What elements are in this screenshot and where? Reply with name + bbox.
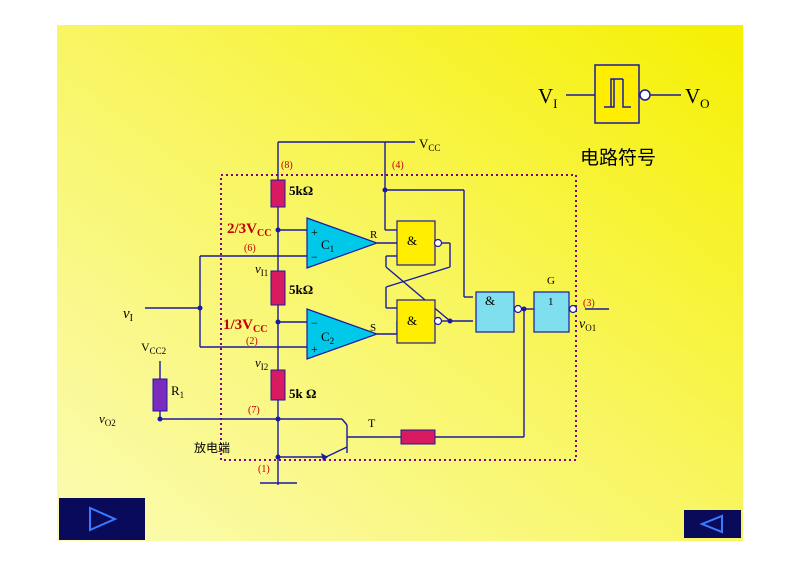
vo2-label: vO2	[99, 411, 116, 428]
vo1-label: vO1	[579, 317, 596, 333]
resistor-middle	[270, 270, 286, 306]
back-arrow-icon	[699, 514, 723, 534]
symbol-vi-label: VI	[538, 84, 558, 111]
nand-s-symbol: &	[407, 313, 417, 328]
nand-r-symbol: &	[407, 233, 417, 248]
ref-2-3-vcc: 2/3VCC	[227, 221, 271, 239]
g-label: G	[547, 275, 555, 287]
symbol-vo-label: VO	[685, 84, 710, 111]
schmitt-symbol: VI VO 电路符号	[538, 64, 710, 169]
inverter-bubble	[639, 89, 651, 101]
pin-6: (6)	[244, 243, 256, 254]
resistor-top	[270, 179, 286, 208]
comparator-c2	[306, 308, 379, 360]
base-resistor	[400, 429, 436, 445]
vi-input-label: vI	[123, 306, 133, 324]
r1-label: R1	[171, 383, 184, 400]
c2-minus: −	[311, 316, 318, 330]
pin-1: (1)	[258, 464, 270, 475]
output-nand-bubble-icon	[513, 304, 523, 314]
resistor-top-label: 5kΩ	[289, 183, 313, 198]
resistor-bottom	[270, 369, 286, 401]
discharge-label: 放电端	[194, 440, 230, 455]
pin-7: (7)	[248, 405, 260, 416]
ref-1-3-vcc: 1/3VCC	[223, 317, 267, 335]
r-label: R	[370, 229, 378, 241]
resistor-r1	[152, 378, 168, 412]
inverter-bubble-icon	[568, 304, 578, 314]
pin-2: (2)	[246, 336, 258, 347]
vi1-label: vI1	[255, 261, 268, 278]
vcc-label: VCC	[419, 136, 440, 153]
pin-3: (3)	[583, 298, 595, 309]
c1-label: C1	[321, 237, 334, 254]
schematic: VI VO 电路符号	[57, 25, 743, 541]
nand-s-bubble-icon	[433, 316, 443, 326]
output-nand-symbol: &	[485, 293, 495, 308]
symbol-caption: 电路符号	[580, 147, 656, 169]
hysteresis-icon	[604, 78, 631, 108]
resistor-middle-label: 5kΩ	[289, 282, 313, 297]
comparator-c1	[306, 217, 379, 269]
vi2-label: vI2	[255, 355, 268, 372]
prev-slide-button[interactable]	[684, 510, 741, 538]
inverter-g	[533, 291, 570, 333]
c1-minus: −	[311, 250, 318, 264]
wires	[145, 141, 609, 485]
pin-8: (8)	[281, 160, 293, 171]
c2-plus: +	[311, 342, 318, 356]
c2-label: C2	[321, 329, 334, 346]
transistor-label: T	[368, 416, 376, 430]
emitter-arrow-icon	[321, 453, 328, 461]
s-label: S	[370, 322, 376, 334]
junction-dots	[157, 187, 527, 460]
inverter-one-symbol: 1	[548, 296, 554, 308]
next-slide-button[interactable]	[59, 498, 145, 540]
symbol-box	[594, 64, 640, 124]
vcc2-label: VCC2	[141, 340, 166, 356]
nand-r-bubble-icon	[433, 238, 443, 248]
resistor-bottom-label: 5k Ω	[289, 386, 316, 401]
slide: VI VO 电路符号	[57, 25, 743, 541]
c1-plus: +	[311, 225, 318, 239]
output-nand-gate	[475, 291, 515, 333]
pin-4: (4)	[392, 160, 404, 171]
play-arrow-icon	[89, 506, 118, 532]
